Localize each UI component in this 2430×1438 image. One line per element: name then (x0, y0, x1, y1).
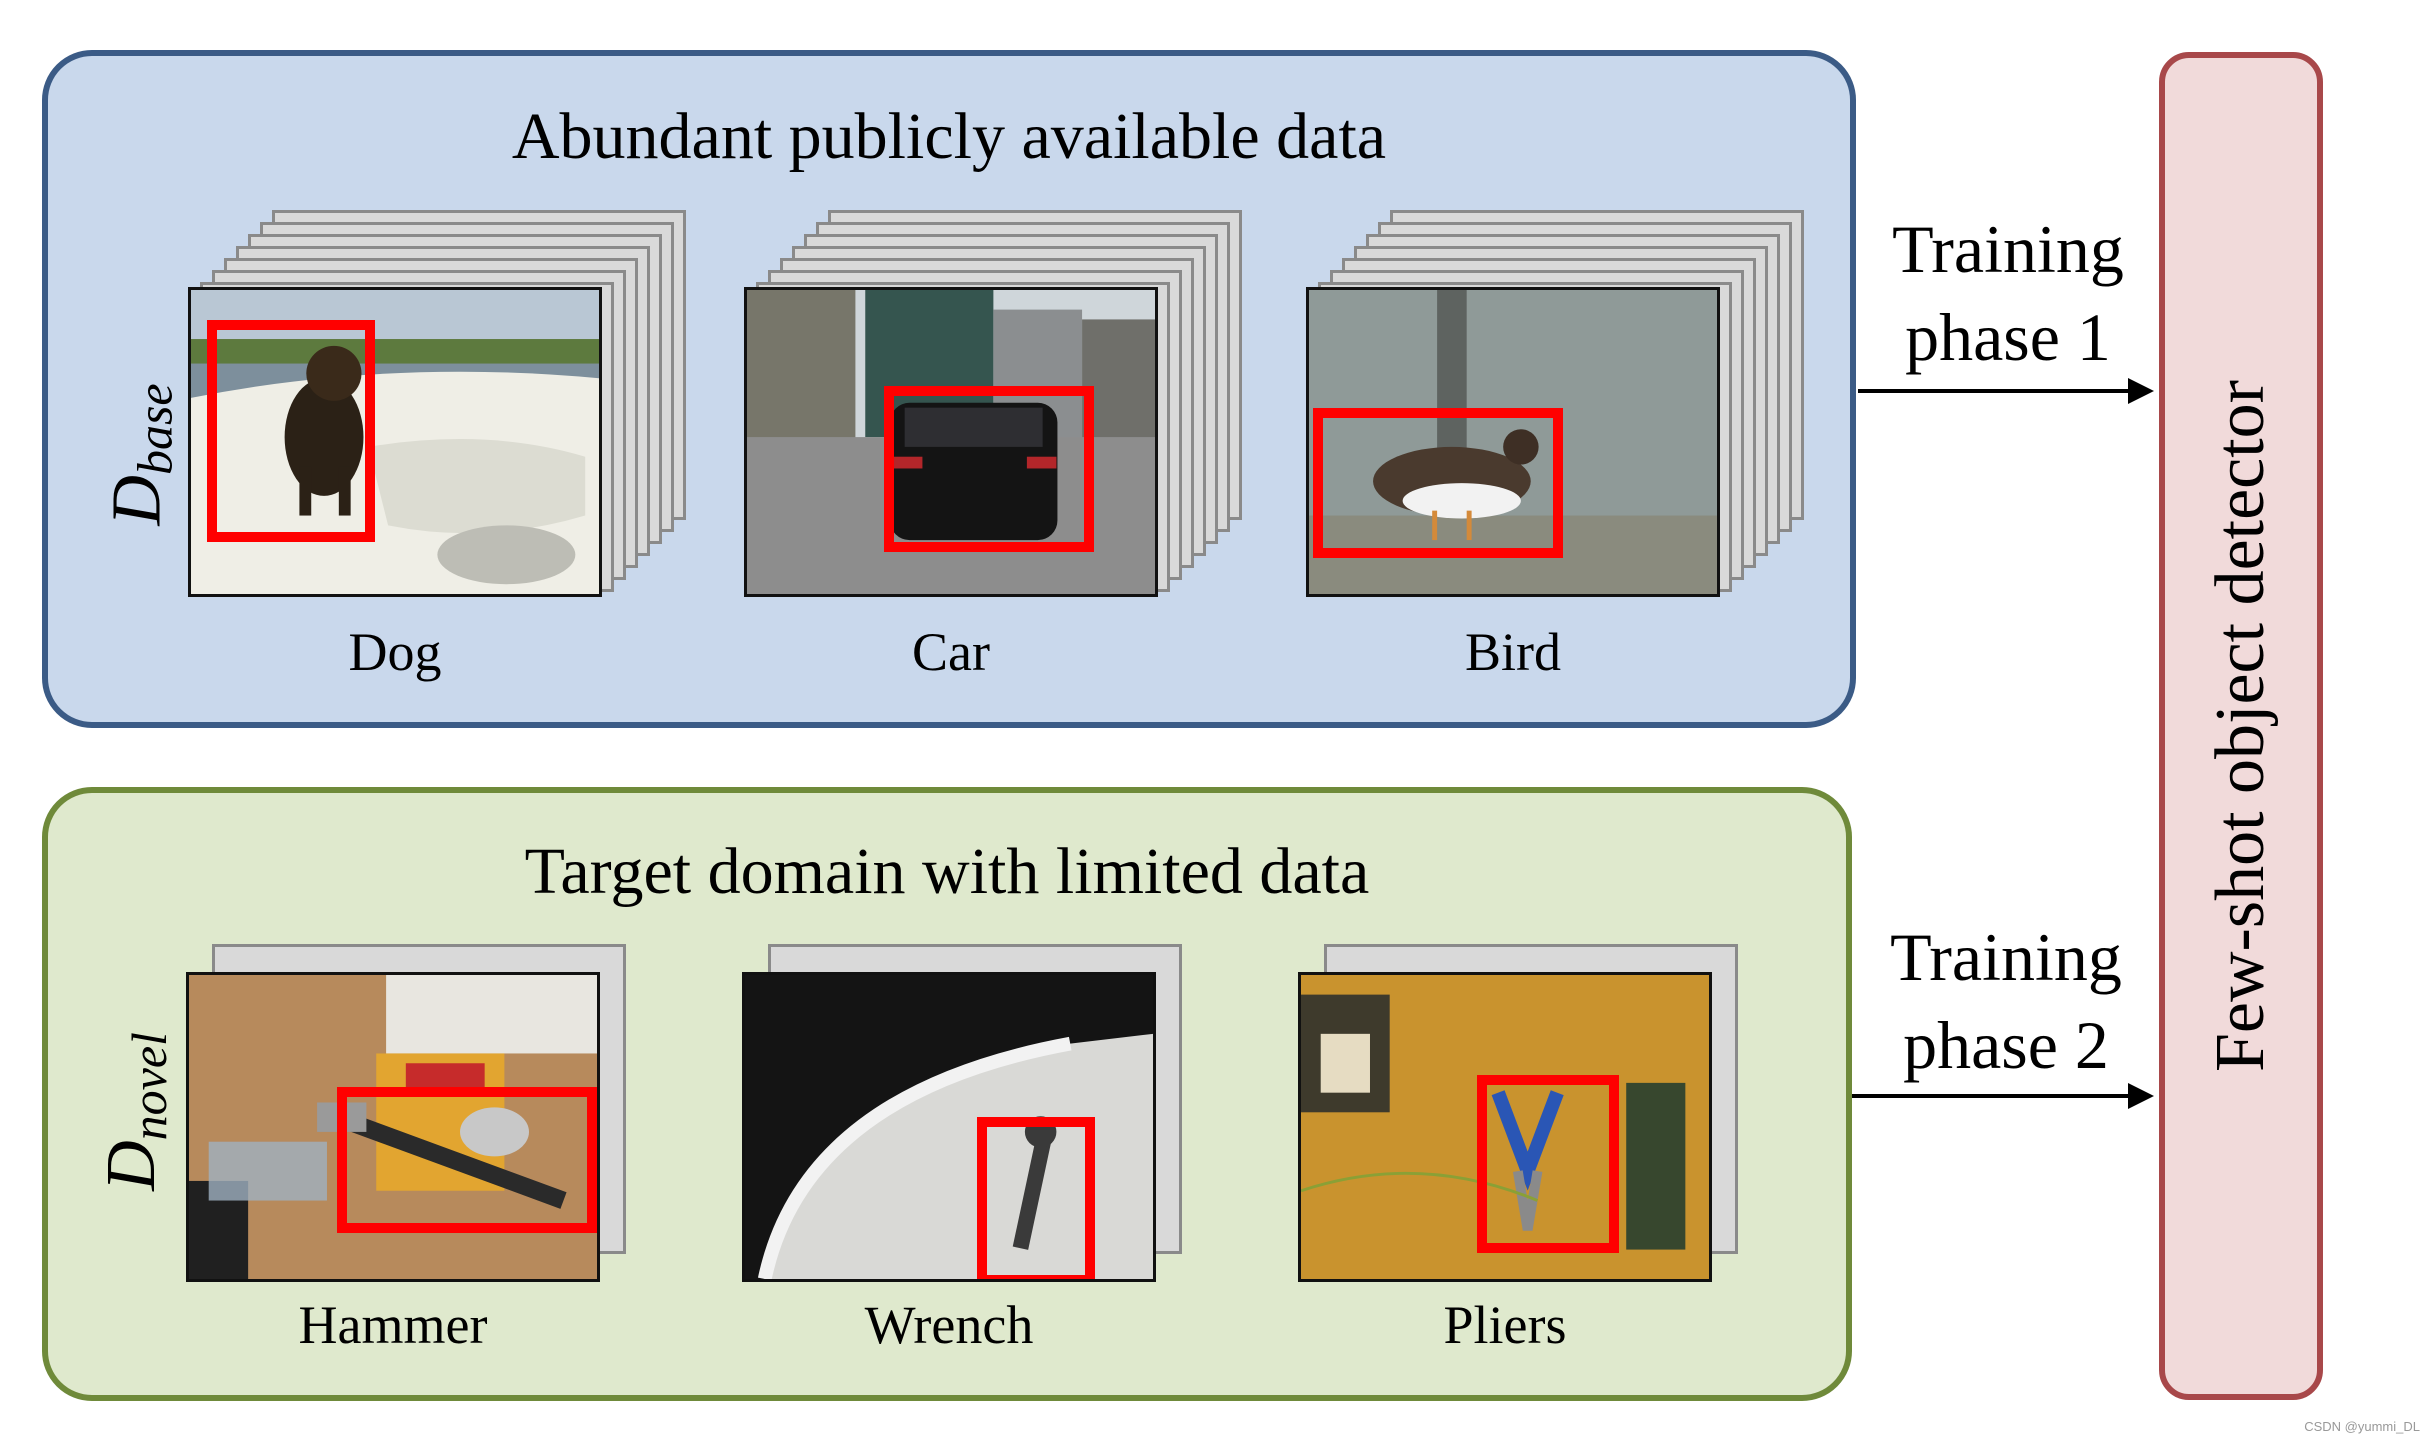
watermark: CSDN @yummi_DL (2304, 1419, 2420, 1434)
dog-caption: Dog (348, 622, 442, 682)
d-base-label: Dbase (98, 383, 183, 526)
car-photo (744, 287, 1158, 597)
dog-photo (188, 287, 602, 597)
dog-bounding-box (207, 320, 375, 542)
training-phase-1-arrow (1858, 378, 2154, 404)
training-phase-2-label: Training phase 2 (1890, 919, 2122, 1083)
pliers-caption: Pliers (1443, 1295, 1567, 1355)
bird-caption: Bird (1464, 622, 1561, 682)
wrench-caption: Wrench (864, 1295, 1034, 1355)
base-panel-title: Abundant publicly available data (511, 100, 1387, 173)
training-phase-2-arrow (1852, 1083, 2154, 1109)
training-phase-1-label: Training phase 1 (1892, 211, 2124, 375)
bird-photo (1306, 287, 1720, 597)
hammer-bounding-box (337, 1087, 597, 1233)
wrench-bounding-box (977, 1117, 1095, 1279)
novel-panel-title: Target domain with limited data (524, 835, 1370, 908)
d-novel-label: Dnovel (92, 1032, 177, 1191)
wrench-photo (742, 972, 1156, 1282)
hammer-caption: Hammer (298, 1295, 488, 1355)
hammer-photo (186, 972, 600, 1282)
detector-label: Few-shot object detector (2202, 379, 2279, 1073)
car-bounding-box (884, 386, 1094, 552)
bird-bounding-box (1313, 408, 1563, 558)
car-caption: Car (912, 622, 990, 682)
few-shot-detector-box: Few-shot object detector (2159, 52, 2323, 1400)
pliers-bounding-box (1477, 1075, 1619, 1253)
pliers-photo (1298, 972, 1712, 1282)
